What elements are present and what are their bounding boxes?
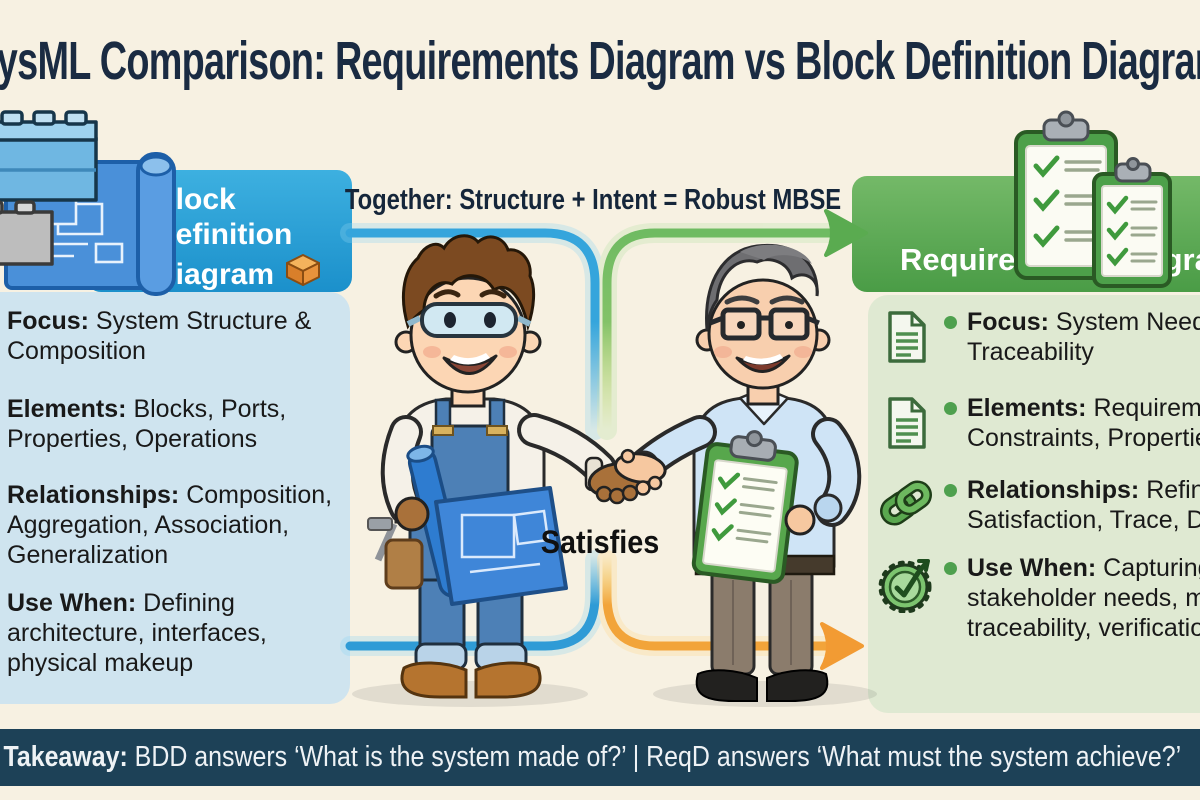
top-arrow-blue-segment [345,228,600,435]
blueprint-sheet [434,486,568,606]
list-item: Relationships: Composition, Aggregation,… [0,480,350,570]
together-label: Together: Structure + Intent = Robust MB… [344,184,842,216]
takeaway-bar: Takeaway: BDD answers ‘What is the syste… [0,729,1200,786]
reqd-relationships-item: Relationships: Refinement, Satisfaction,… [967,476,1200,534]
satisfies-label: Satisfies [540,524,660,560]
list-item: Elements: Requirements, Constraints, Pro… [878,393,1200,453]
hair [401,234,536,332]
work-glove [394,496,430,532]
analyst-character [603,243,862,702]
chain-link-icon [878,477,934,535]
bdd-usewhen-item: Use When: Defining architecture, interfa… [7,589,267,677]
top-arrow-green-segment [602,228,843,435]
bottom-arrowhead [820,622,864,670]
list-item: Use When: Defining architecture, interfa… [0,588,350,678]
list-item: Use When: Capturing stakeholder needs, m… [878,553,1200,643]
list-item: Elements: Blocks, Ports, Properties, Ope… [0,394,350,454]
list-item: Relationships: Refinement, Satisfaction,… [878,475,1200,535]
bdd-panel: Focus: System Structure & Composition El… [0,292,350,704]
document-icon [878,309,934,367]
list-item: Focus: System Structure & Composition [0,306,350,366]
builder-character [367,234,617,699]
bdd-heading-line: Definition [154,218,293,251]
bottom-arrow-orange-segment [602,550,839,651]
takeaway-text: Takeaway: BDD answers ‘What is the syste… [3,741,1182,773]
shadow [352,681,588,707]
reqd-usewhen-item: Use When: Capturing stakeholder needs, m… [967,554,1200,642]
bdd-relationships-item: Relationships: Composition, Aggregation,… [7,481,333,569]
top-arrowhead [824,209,868,257]
handshake [584,448,667,505]
bdd-focus-item: Focus: System Structure & Composition [7,307,312,365]
checklist-clipboards-illustration [1014,110,1172,288]
verified-badge-icon [878,555,934,643]
document-icon [878,395,934,453]
reqd-focus-item: Focus: System Needs & Traceability [967,308,1200,366]
clipboard [691,430,799,584]
bullet-icon [944,402,957,415]
bullet-icon [944,562,957,575]
safety-goggles [420,302,518,338]
bdd-elements-item: Elements: Blocks, Ports, Properties, Ope… [7,395,287,453]
bottom-arrow-blue-segment [345,550,600,651]
page-title: SysML Comparison: Requirements Diagram v… [0,31,1200,91]
hair [705,243,819,331]
cube-icon [286,254,321,286]
shadow [653,681,877,707]
reqd-panel: Focus: System Needs & Traceability Eleme… [868,295,1200,713]
bullet-icon [944,316,957,329]
reqd-elements-item: Elements: Requirements, Constraints, Pro… [967,394,1200,452]
bullet-icon [944,484,957,497]
lego-blueprint-illustration [0,110,176,296]
list-item: Focus: System Needs & Traceability [878,307,1200,367]
